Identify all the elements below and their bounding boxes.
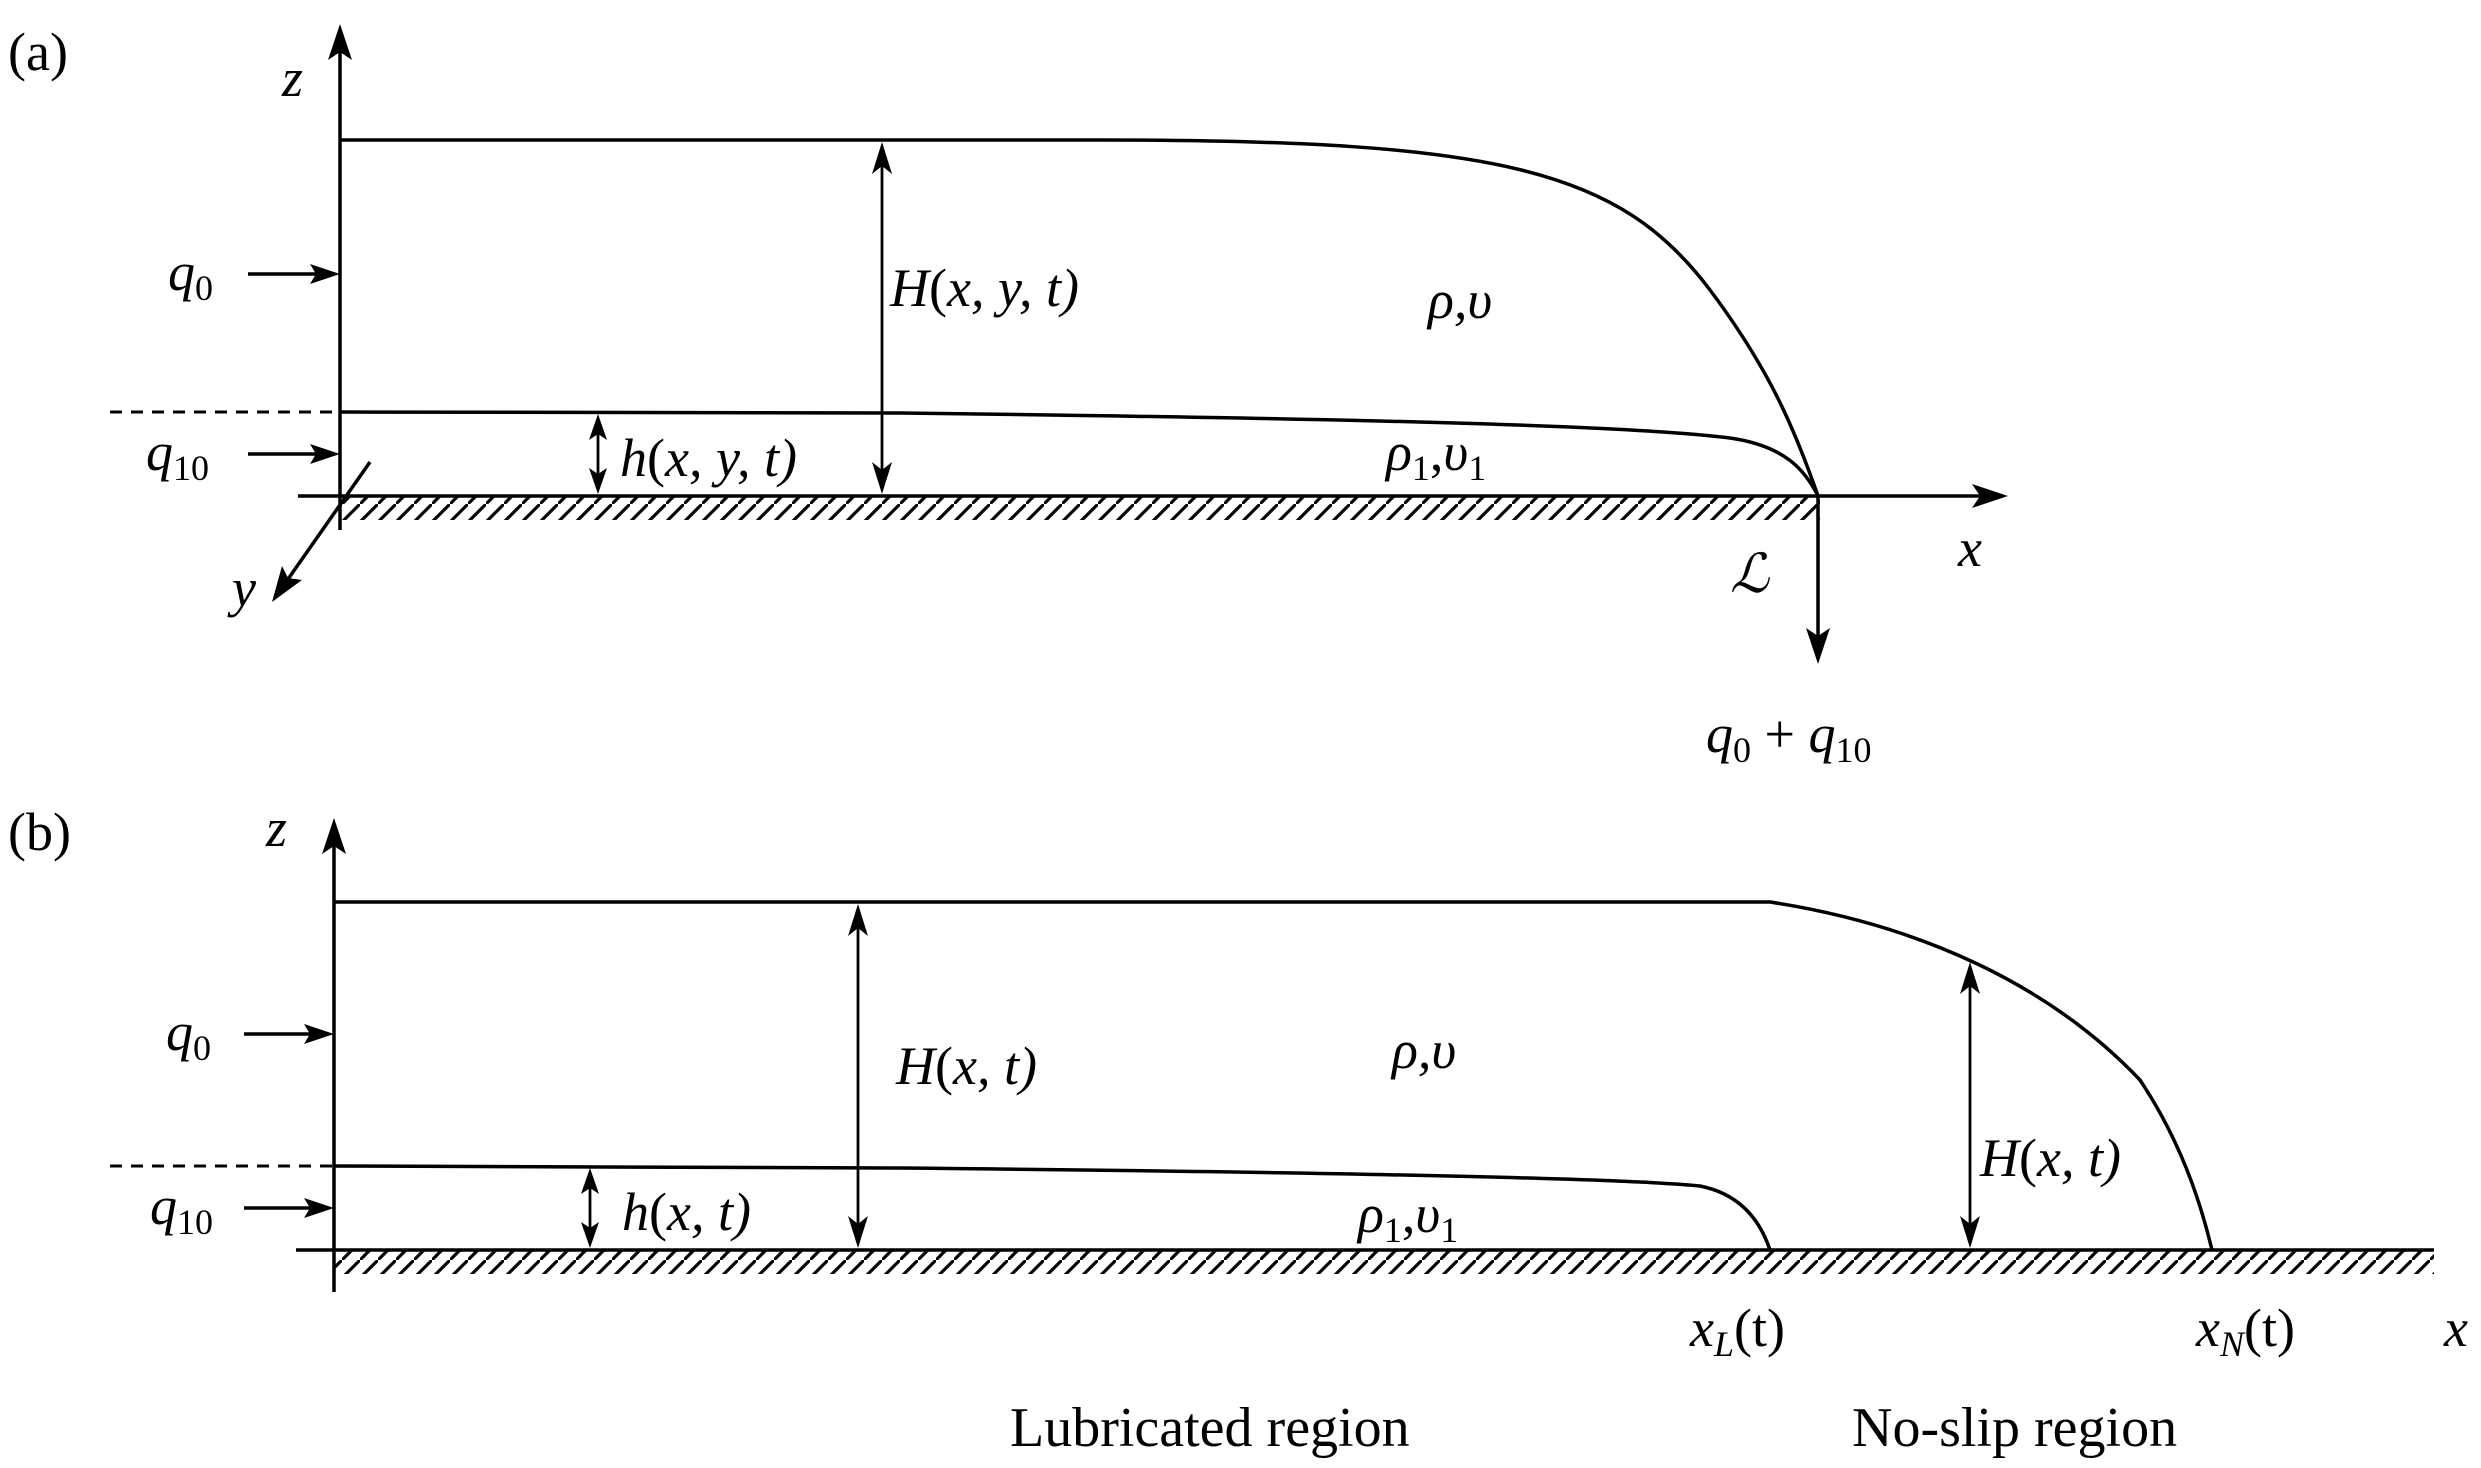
- panel-b-H-right-arrowhead-bottom: [1960, 1216, 1980, 1248]
- panel-a-upper-fluid-label: ρ,υ: [1426, 270, 1492, 330]
- panel-a: (a) x z y q0 q10 H(x, y, t): [8, 22, 2008, 770]
- panel-b-front-noslip-label: xN(t): [2195, 1298, 2295, 1364]
- panel-b-z-arrowhead: [322, 818, 346, 854]
- panel-a-h-label: h(x, y, t): [620, 428, 797, 488]
- panel-a-H-label: H(x, y, t): [889, 258, 1079, 318]
- panel-a-outflow-arrowhead: [1806, 628, 1830, 664]
- panel-a-H-arrowhead-bottom: [872, 462, 892, 494]
- panel-a-x-arrowhead: [1972, 484, 2008, 508]
- panel-b-tag-text: (b): [8, 802, 71, 862]
- panel-a-tag-text: (a): [8, 22, 68, 82]
- panel-a-inflow-lower-label: q10: [146, 422, 209, 488]
- panel-b-front-lubricated-label: xL(t): [1689, 1298, 1785, 1364]
- panel-a-y-arrowhead: [272, 566, 302, 602]
- panel-b-upper-fluid-label: ρ,υ: [1390, 1020, 1456, 1080]
- panel-a-lower-fluid-label: ρ1,υ1: [1384, 422, 1486, 488]
- panel-b-inflow-upper-arrowhead: [304, 1024, 334, 1044]
- panel-b-H-label: H(x, t): [895, 1036, 1037, 1096]
- panel-a-h-arrowhead-bottom: [589, 468, 607, 494]
- panel-b-inflow-lower-arrowhead: [304, 1198, 334, 1218]
- panel-b-region-lubricated-label: Lubricated region: [1010, 1397, 1410, 1459]
- panel-a-sink-label: ℒ: [1730, 544, 1770, 604]
- panel-b-x-label: x: [2443, 1298, 2468, 1358]
- panel-a-y-label: y: [227, 558, 256, 618]
- panel-b-H-right-arrowhead-top: [1960, 962, 1980, 994]
- panel-b-H-arrowhead-bottom: [848, 1216, 868, 1248]
- panel-b-upper-surface: [334, 900, 2214, 1251]
- panel-b-inflow-lower-label: q10: [150, 1176, 213, 1242]
- panel-b-ground-hatch: [334, 1250, 2434, 1274]
- panel-a-z-arrowhead: [328, 24, 352, 60]
- panel-b: (b) x z q0 q10 H(x, t) H(x, t): [8, 798, 2468, 1459]
- panel-a-h-arrowhead-top: [589, 414, 607, 440]
- panel-a-inflow-upper-label: q0: [168, 242, 213, 308]
- panel-b-h-arrowhead-bottom: [581, 1222, 599, 1248]
- panel-b-inflow-upper-label: q0: [166, 1002, 211, 1068]
- panel-a-y-axis: [284, 460, 372, 584]
- panel-a-outflow-label: q0 + q10: [1706, 704, 1871, 770]
- panel-b-region-noslip-label: No-slip region: [1852, 1397, 2177, 1459]
- panel-a-inflow-upper-arrowhead: [310, 264, 340, 284]
- panel-a-upper-surface: [340, 138, 1820, 497]
- panel-a-interface: [339, 410, 1820, 497]
- panel-a-z-label: z: [281, 48, 303, 108]
- panel-b-H-right-label: H(x, t): [1979, 1128, 2121, 1188]
- panel-b-interface: [333, 1164, 1772, 1251]
- panel-a-H-arrowhead-top: [872, 142, 892, 174]
- panel-b-z-label: z: [265, 798, 287, 858]
- panel-b-h-arrowhead-top: [581, 1168, 599, 1194]
- panel-a-ground-hatch: [340, 496, 1820, 520]
- panel-b-h-label: h(x, t): [622, 1182, 751, 1242]
- panel-b-lower-fluid-label: ρ1,υ1: [1356, 1184, 1458, 1250]
- panel-b-H-arrowhead-top: [848, 904, 868, 936]
- panel-a-x-label: x: [1957, 518, 1982, 578]
- panel-a-inflow-lower-arrowhead: [310, 444, 340, 464]
